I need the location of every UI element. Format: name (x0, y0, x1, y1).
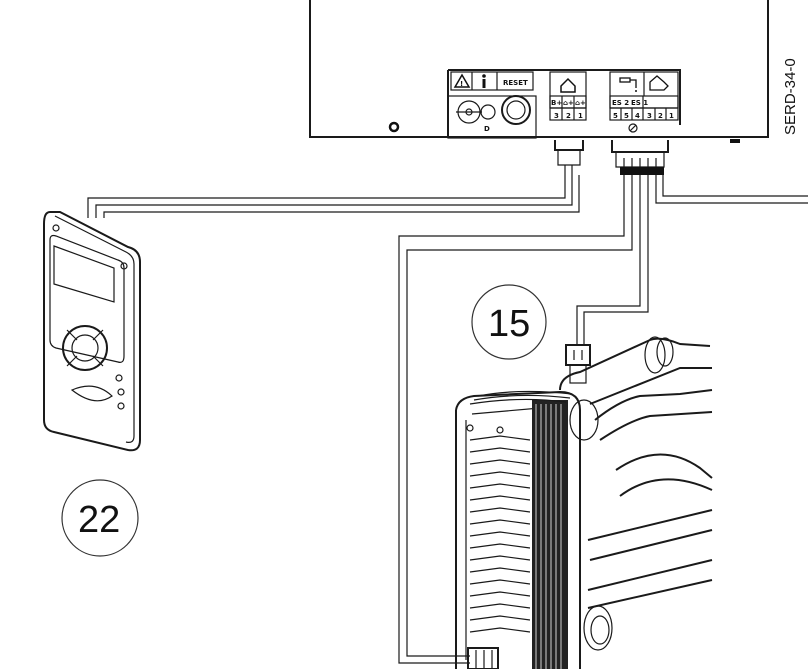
right-num-3: 3 (647, 112, 652, 120)
remote-button-1[interactable] (115, 374, 123, 382)
reset-button[interactable] (501, 95, 531, 125)
left-code-0: B+ (551, 99, 562, 107)
svg-text:!: ! (460, 80, 463, 88)
right-num-5: 1 (669, 112, 674, 120)
callout-22-label: 22 (78, 499, 120, 541)
boiler-housing (309, 0, 769, 143)
left-code-1: ⌂+ (563, 99, 574, 107)
temperature-sensor (565, 344, 591, 384)
remote-screen (53, 245, 115, 303)
left-num-0: 3 (554, 112, 559, 120)
right-num-2: 4 (635, 112, 640, 120)
left-num-2: 1 (578, 112, 583, 120)
control-panel: ! RESET D B+ ⌂+ ⌂+ 3 2 1 (447, 69, 681, 139)
connector-plugs (554, 140, 669, 175)
right-num-1: 5 (624, 112, 629, 120)
remote-control-device (43, 211, 141, 452)
pipes (559, 336, 713, 651)
reset-label: RESET (503, 79, 528, 87)
plate-heat-exchanger (455, 390, 581, 669)
remote-button-3[interactable] (117, 402, 125, 410)
drawing-code: SERD-34-0 (782, 58, 799, 135)
remote-logo-icon (70, 385, 113, 402)
warning-icon (453, 73, 471, 88)
right-code-0: ES 2 (612, 99, 629, 107)
house-outline-icon (649, 75, 669, 91)
plate-pattern (469, 435, 531, 633)
remote-dial[interactable] (62, 325, 108, 371)
house-icon (560, 77, 576, 93)
remote-button-2[interactable] (117, 388, 125, 396)
left-num-1: 2 (566, 112, 571, 120)
right-num-0: 5 (613, 112, 618, 120)
cables (87, 175, 808, 664)
user-icon (482, 74, 486, 88)
right-num-4: 2 (658, 112, 663, 120)
mounting-hole-icon (388, 121, 400, 133)
right-code-1: ES 1 (631, 99, 648, 107)
callout-22: 22 (61, 479, 139, 557)
svg-text:D: D (484, 125, 490, 133)
tap-icon (619, 77, 637, 92)
left-code-2: ⌂+ (575, 99, 586, 107)
earth-terminal-icon (628, 123, 638, 133)
callout-15-label: 15 (488, 303, 530, 345)
callout-15: 15 (471, 284, 547, 360)
